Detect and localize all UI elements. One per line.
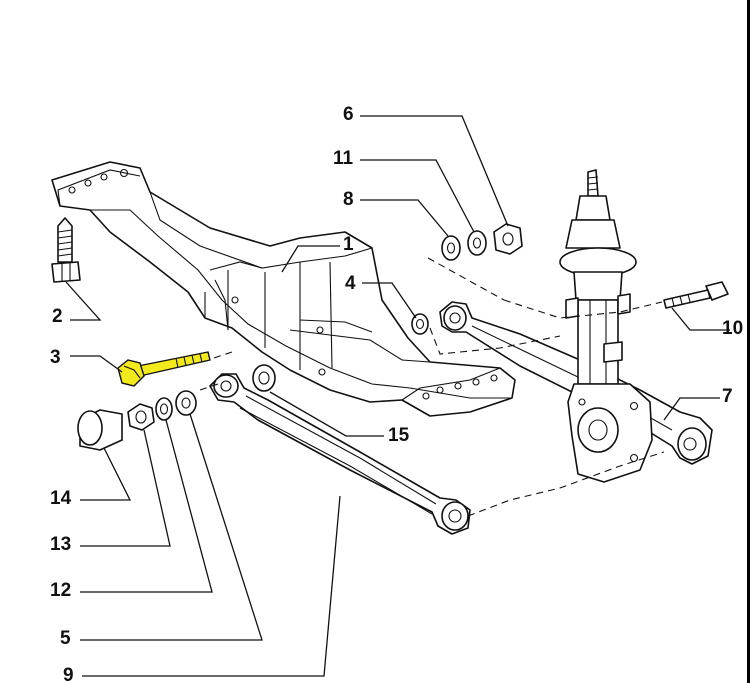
lower-control-arm (209, 373, 471, 535)
callout-2: 2 (52, 306, 63, 327)
callout-3: 3 (50, 347, 61, 368)
callout-12: 12 (50, 580, 71, 601)
washer-large (175, 390, 197, 416)
callout-13: 13 (50, 534, 71, 555)
callout-10: 10 (722, 318, 743, 339)
callout-15: 15 (388, 425, 410, 446)
flange-nut-6 (493, 223, 523, 255)
leader-lines (65, 115, 730, 677)
highlighted-bolt (117, 351, 211, 387)
callout-11: 11 (333, 148, 354, 169)
washer-small (155, 397, 173, 421)
callout-7: 7 (722, 386, 733, 407)
washer-4 (411, 313, 429, 335)
assembly-guide-lines (199, 257, 665, 517)
callout-6: 6 (343, 104, 354, 125)
strut-assembly (559, 169, 653, 483)
callout-14: 14 (50, 488, 72, 509)
rubber-bushing (77, 409, 123, 451)
callout-9: 9 (63, 665, 74, 683)
bolt-10 (663, 281, 729, 309)
hex-nut (127, 403, 155, 431)
washer-11 (467, 230, 487, 256)
callout-1: 1 (343, 234, 354, 255)
stud-bolt (51, 217, 81, 283)
callout-8: 8 (343, 189, 354, 210)
subframe-crossmember (51, 161, 516, 417)
spacer-bush (252, 364, 276, 392)
washer-pair-8 (441, 235, 461, 261)
callout-4: 4 (345, 273, 356, 294)
callout-5: 5 (60, 628, 71, 649)
